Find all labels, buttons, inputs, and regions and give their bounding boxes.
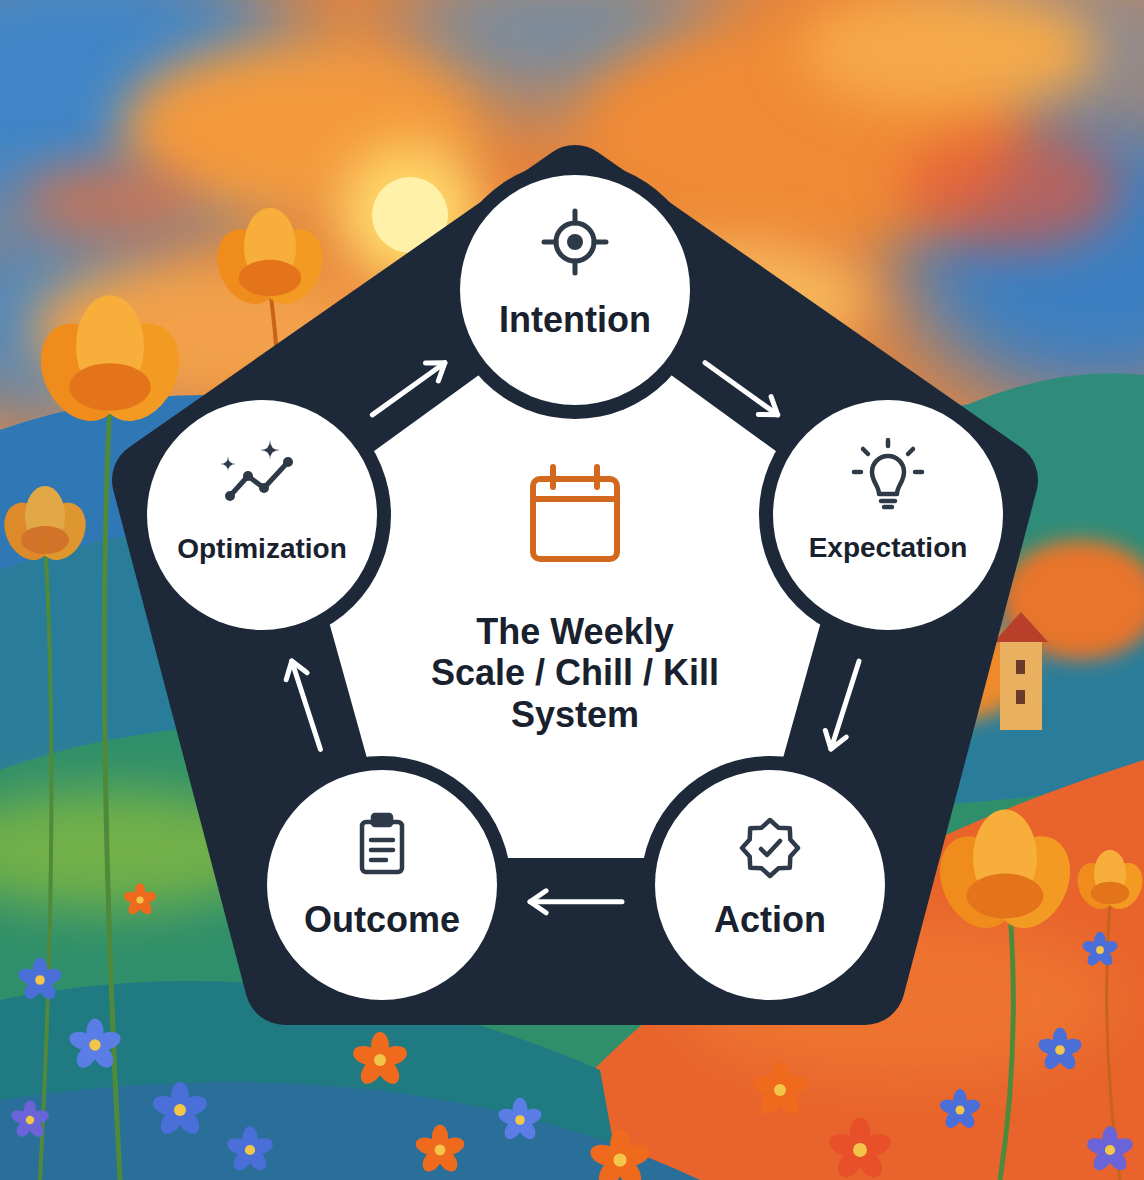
step-label: Intention xyxy=(499,299,651,340)
pentagon-fill xyxy=(320,330,830,838)
step-circle: Expectation xyxy=(759,386,1017,644)
lightbulb-icon xyxy=(854,440,922,507)
circle-fill xyxy=(460,175,690,405)
cycle-arrow xyxy=(530,899,622,904)
target-icon xyxy=(544,211,606,273)
center-title: The Weekly Scale / Chill / Kill System xyxy=(427,611,723,735)
step-label: Outcome xyxy=(304,899,460,940)
cycle-arrow xyxy=(705,363,778,415)
step-circle: Optimization xyxy=(133,386,391,644)
circle-halo xyxy=(133,386,391,644)
trend-sparkle-icon xyxy=(220,440,293,501)
step-label: Action xyxy=(714,899,826,940)
circle-halo xyxy=(446,161,704,419)
circle-fill xyxy=(147,400,377,630)
circle-shape xyxy=(446,161,704,419)
cycle-arrow xyxy=(372,363,445,415)
circle-shape xyxy=(759,386,1017,644)
circle-shape xyxy=(253,756,511,1014)
cycle-arrow xyxy=(292,661,321,749)
circle-halo xyxy=(759,386,1017,644)
tower xyxy=(994,612,1048,730)
step-circle: Intention xyxy=(446,161,704,419)
step-label: Expectation xyxy=(809,532,968,564)
circle-fill xyxy=(773,400,1003,630)
step-label: Optimization xyxy=(177,533,347,565)
circle-shape xyxy=(133,386,391,644)
step-circle: Outcome xyxy=(253,756,511,1014)
badge-check-icon xyxy=(742,820,798,876)
circle-halo xyxy=(253,756,511,1014)
circle-halo xyxy=(641,756,899,1014)
circle-fill xyxy=(655,770,885,1000)
clipboard-icon xyxy=(362,815,402,872)
circle-fill xyxy=(267,770,497,1000)
step-circle: Action xyxy=(641,756,899,1014)
cycle-arrow xyxy=(831,661,859,749)
calendar-icon xyxy=(533,467,617,559)
circle-shape xyxy=(641,756,899,1014)
